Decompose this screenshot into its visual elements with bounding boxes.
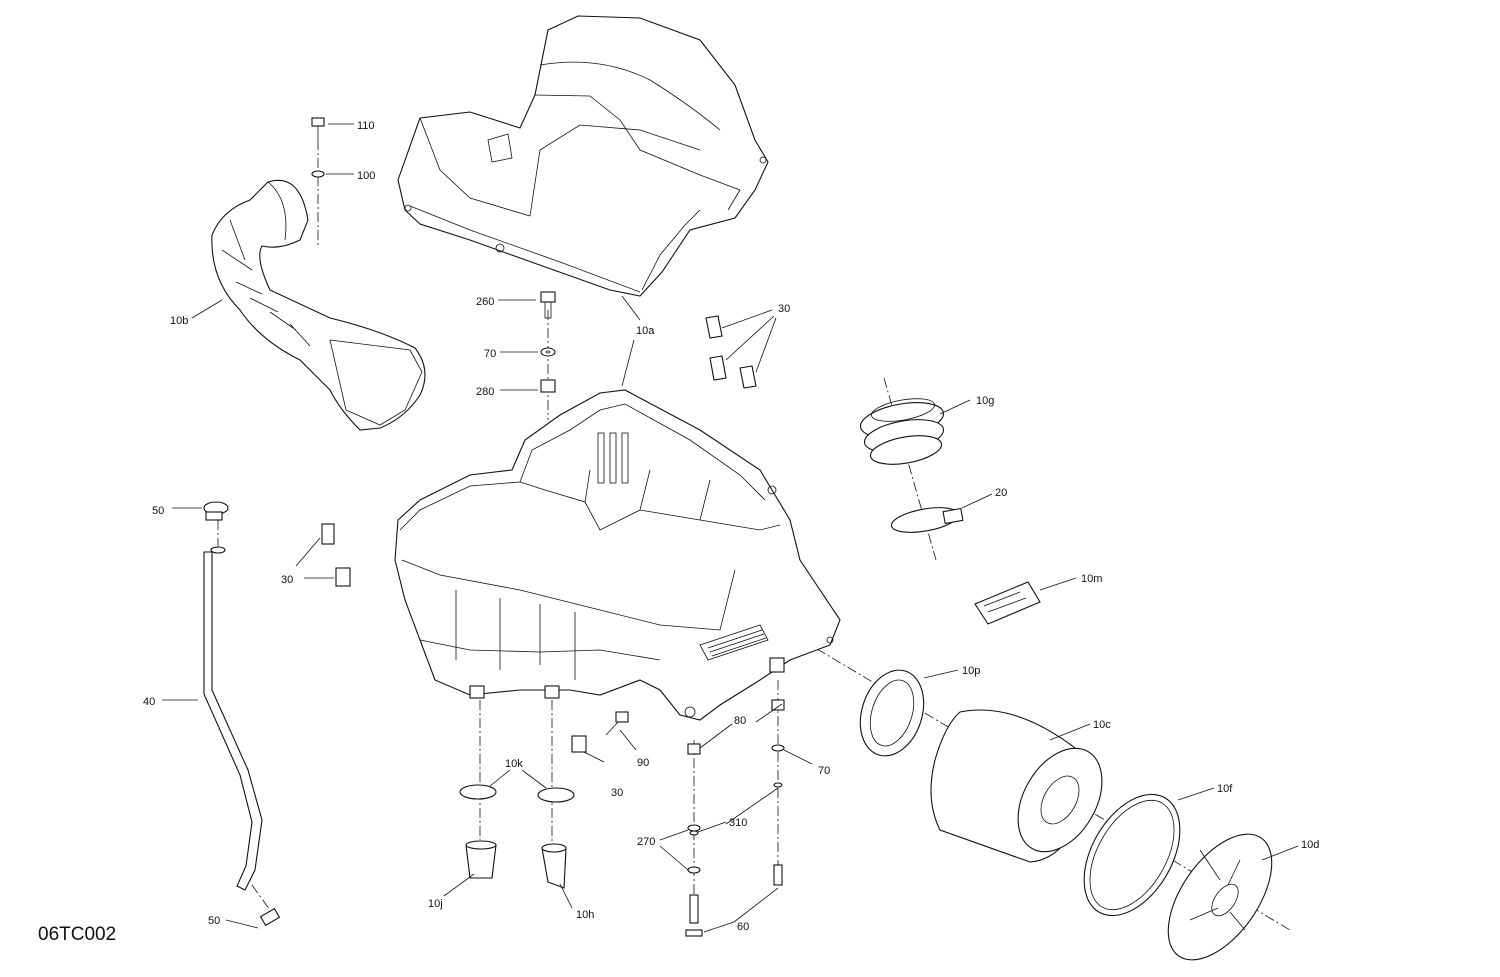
clip-30-lower — [571, 735, 587, 753]
washer-70 — [540, 347, 556, 357]
fastener-stack-left — [685, 743, 703, 937]
callout-100: 100 — [357, 170, 375, 182]
fastener-stack-right — [771, 699, 785, 886]
callout-10k: 10k — [505, 758, 523, 770]
air-filter — [930, 709, 1103, 863]
callout-80: 80 — [734, 715, 746, 727]
callout-90: 90 — [637, 757, 649, 769]
drain-cap-10j — [465, 840, 497, 879]
callout-10g: 10g — [976, 395, 994, 407]
callout-10p: 10p — [962, 665, 980, 677]
callout-70-lower: 70 — [818, 765, 830, 777]
clamp-10k-left — [459, 784, 497, 800]
callout-10m: 10m — [1081, 573, 1102, 585]
intake-duct — [211, 179, 426, 431]
clamp-50-lower — [259, 907, 281, 927]
intake-boot — [859, 398, 945, 465]
clamp-50-upper — [203, 501, 229, 521]
callout-260: 260 — [476, 296, 494, 308]
callout-30-left: 30 — [281, 574, 293, 586]
callout-10c: 10c — [1093, 719, 1111, 731]
callout-30-upper: 30 — [778, 303, 790, 315]
callout-10a: 10a — [636, 325, 655, 337]
clips-30-upper — [705, 315, 757, 389]
filter-gasket — [1083, 793, 1181, 917]
callout-20: 20 — [995, 487, 1007, 499]
grommet-280 — [540, 379, 556, 393]
leader-lines — [162, 123, 1299, 933]
callout-10d: 10d — [1301, 839, 1319, 851]
callout-270: 270 — [637, 836, 655, 848]
callout-10h: 10h — [576, 909, 594, 921]
bolt-260 — [540, 291, 556, 319]
washer-100 — [311, 170, 325, 178]
callout-30-lower: 30 — [611, 787, 623, 799]
callout-70-upper: 70 — [484, 348, 496, 360]
seal-ring — [859, 669, 925, 757]
lower-airbox — [394, 389, 841, 721]
callout-labels: 110 100 10b 260 10a 70 280 30 10g 50 20 … — [143, 120, 1319, 933]
diagram-code: 06TC002 — [38, 924, 116, 945]
screw-110 — [311, 117, 325, 140]
drain-hose — [203, 546, 263, 891]
hose-clamp-20 — [890, 507, 964, 533]
drain-valve-10h — [541, 843, 567, 889]
screw-90 — [605, 711, 629, 736]
clips-30-left — [321, 523, 351, 587]
callout-10f: 10f — [1217, 783, 1233, 795]
callout-310: 310 — [729, 817, 747, 829]
callout-280: 280 — [476, 386, 494, 398]
filter-cover — [1167, 833, 1273, 961]
callout-10j: 10j — [428, 898, 443, 910]
clamp-10k-right — [537, 787, 575, 803]
warning-label — [974, 581, 1041, 625]
callout-60: 60 — [737, 921, 749, 933]
upper-airbox-cover — [397, 15, 769, 297]
callout-10b: 10b — [170, 315, 188, 327]
callout-50-lower: 50 — [208, 915, 220, 927]
callout-40: 40 — [143, 696, 155, 708]
callout-50-upper: 50 — [152, 505, 164, 517]
callout-110: 110 — [357, 120, 375, 132]
